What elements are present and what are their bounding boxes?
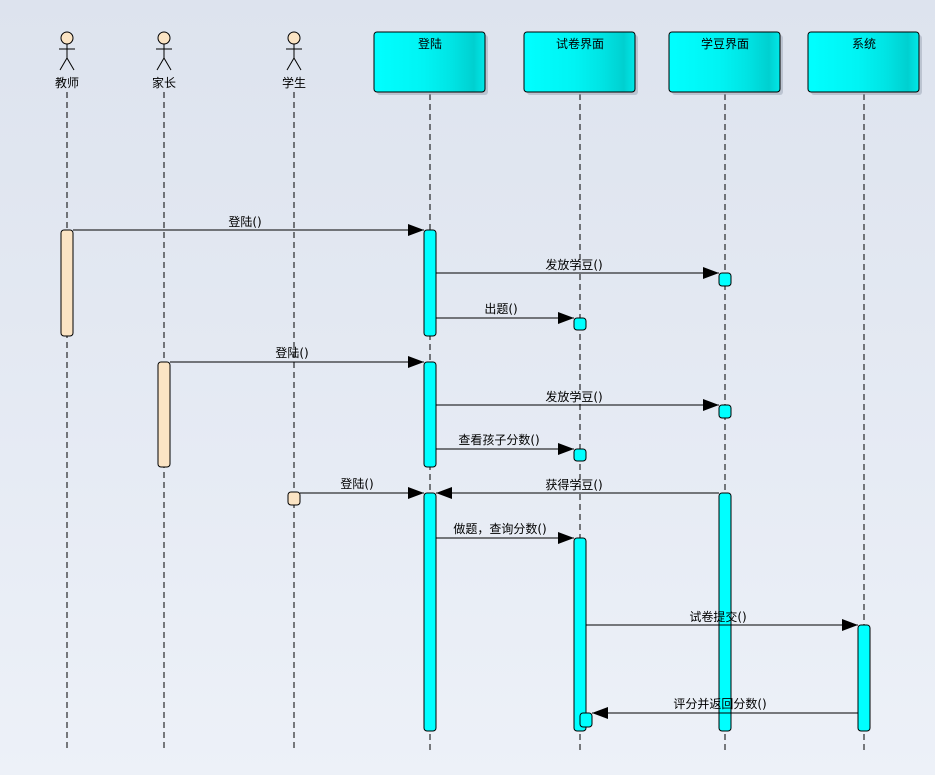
message-label: 发放学豆() <box>545 257 602 272</box>
object-system[interactable]: 系统 <box>807 31 922 95</box>
message-label: 评分并返回分数() <box>673 696 766 711</box>
message-label: 做题，查询分数() <box>453 521 546 536</box>
message-bean-login[interactable]: 获得学豆() <box>436 477 719 499</box>
activation-login-1[interactable] <box>423 229 437 337</box>
activations <box>60 229 871 732</box>
activation-exam-2[interactable] <box>573 448 587 462</box>
message-login-bean-2[interactable]: 发放学豆() <box>436 389 719 411</box>
activation-login-3[interactable] <box>423 492 437 732</box>
activation-bean-3[interactable] <box>718 492 732 732</box>
message-label: 查看孩子分数() <box>458 432 539 447</box>
object-label: 学豆界面 <box>701 36 749 51</box>
message-login-exam-1[interactable]: 出题() <box>436 302 574 324</box>
actor-parent[interactable]: 家长 <box>152 31 176 90</box>
message-label: 登陆() <box>340 476 373 491</box>
actor-student[interactable]: 学生 <box>282 31 306 90</box>
actor-label: 教师 <box>55 75 79 90</box>
object-label: 试卷界面 <box>556 36 604 51</box>
actor-label: 学生 <box>282 75 306 90</box>
activation-exam-4[interactable] <box>579 712 593 728</box>
object-exam[interactable]: 试卷界面 <box>523 31 638 95</box>
activation-student[interactable] <box>287 491 301 506</box>
message-label: 获得学豆() <box>545 477 602 492</box>
message-parent-login[interactable]: 登陆() <box>170 345 424 368</box>
activation-login-2[interactable] <box>423 361 437 468</box>
object-label: 登陆 <box>418 36 442 51</box>
lifelines <box>66 92 865 750</box>
actor-label: 家长 <box>152 75 176 90</box>
message-login-bean-1[interactable]: 发放学豆() <box>436 257 719 279</box>
message-login-exam-2[interactable]: 查看孩子分数() <box>436 432 574 455</box>
message-label: 出题() <box>484 302 517 316</box>
actor-stick-figure-icon <box>156 31 172 71</box>
actor-teacher[interactable]: 教师 <box>55 31 79 90</box>
activation-teacher[interactable] <box>60 229 74 337</box>
object-login[interactable]: 登陆 <box>373 31 488 95</box>
activation-parent[interactable] <box>157 361 171 468</box>
message-label: 登陆() <box>228 214 261 229</box>
message-login-exam-3[interactable]: 做题，查询分数() <box>436 521 574 544</box>
activation-bean-2[interactable] <box>718 404 732 419</box>
message-teacher-login[interactable]: 登陆() <box>73 214 424 236</box>
activation-system[interactable] <box>857 624 871 732</box>
message-exam-system[interactable]: 试卷提交() <box>586 609 858 631</box>
message-student-login[interactable]: 登陆() <box>300 476 424 499</box>
activation-exam-3[interactable] <box>573 537 587 732</box>
object-label: 系统 <box>852 37 876 51</box>
message-label: 试卷提交() <box>689 609 746 624</box>
actor-stick-figure-icon <box>59 31 75 71</box>
message-label: 登陆() <box>275 345 308 360</box>
message-system-exam[interactable]: 评分并返回分数() <box>592 696 858 719</box>
activation-exam-1[interactable] <box>573 317 587 331</box>
object-bean[interactable]: 学豆界面 <box>668 31 783 95</box>
activation-bean-1[interactable] <box>718 272 732 287</box>
message-label: 发放学豆() <box>545 389 602 404</box>
actor-stick-figure-icon <box>286 31 302 71</box>
messages: 登陆() 发放学豆() 出题() 登陆() 发放学豆() 查看孩子分数() 登陆… <box>73 214 858 719</box>
